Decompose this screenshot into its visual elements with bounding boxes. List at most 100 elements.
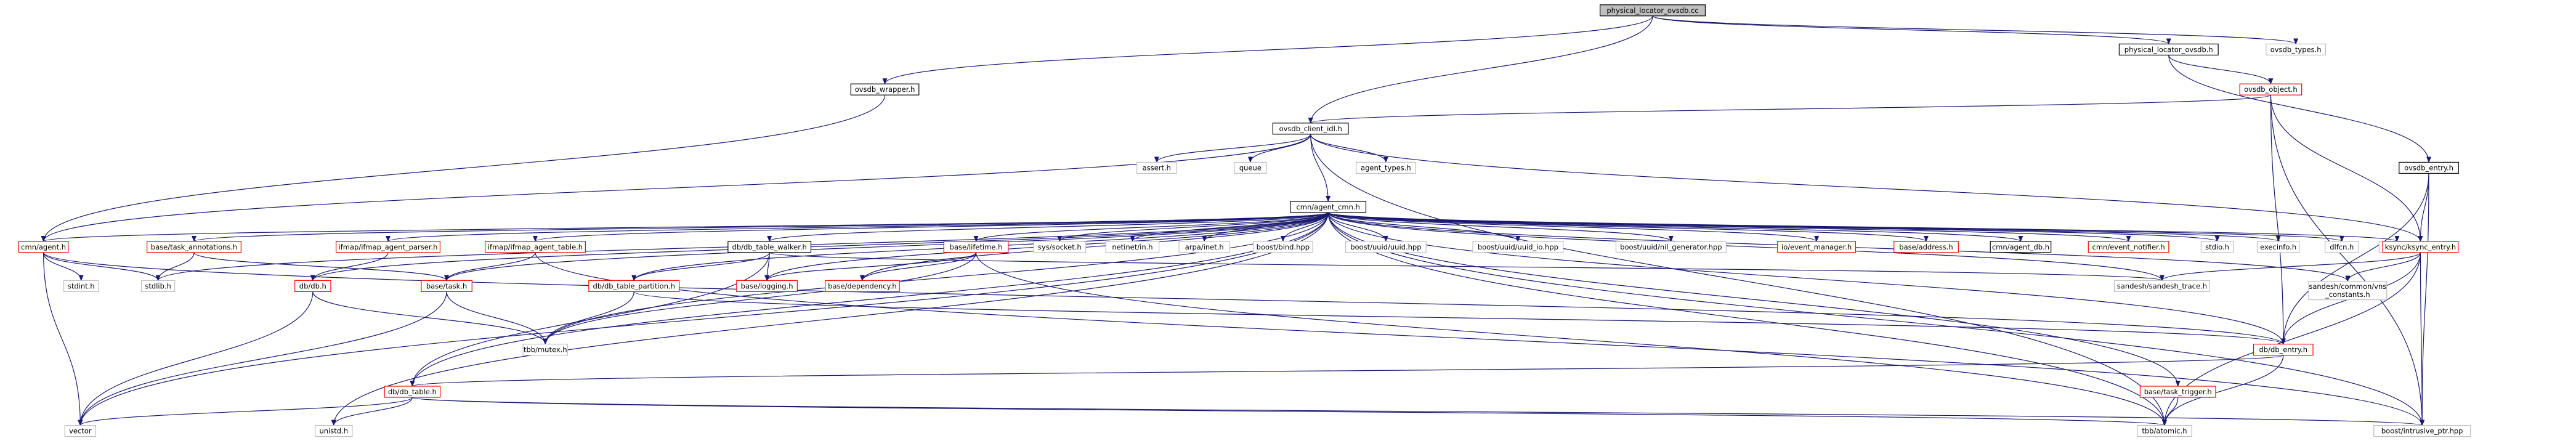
node-base-task-annotations-h[interactable]: base/task_annotations.h bbox=[147, 241, 241, 253]
edge-db_db_table_h-to-vector bbox=[78, 397, 413, 426]
node-box bbox=[1234, 161, 1267, 174]
edge-ovsdb_client_idl_h-to-assert_h bbox=[1154, 134, 1311, 163]
node-ovsdb-entry-h[interactable]: ovsdb_entry.h bbox=[2399, 161, 2459, 174]
node-ifmap-agent-table-h[interactable]: ifmap/ifmap_agent_table.h bbox=[485, 241, 586, 253]
node-sys-socket-h: sys/socket.h bbox=[1033, 241, 1087, 253]
node-ovsdb-client-idl-h[interactable]: ovsdb_client_idl.h bbox=[1272, 123, 1349, 135]
edge-cmn_agent_cmn_h-to-io_event_manager_h bbox=[1327, 212, 1819, 242]
node-label: ovsdb_object.h bbox=[2244, 85, 2298, 94]
node-db-db-entry-h[interactable]: db/db_entry.h bbox=[2253, 343, 2314, 356]
node-vector: vector bbox=[64, 424, 97, 437]
node-box bbox=[850, 83, 920, 95]
edge-db_db_h-to-vector bbox=[78, 291, 314, 426]
node-box bbox=[1033, 241, 1087, 253]
node-base-task-trigger-h[interactable]: base/task_trigger.h bbox=[2139, 386, 2216, 398]
edge-cmn_agent_cmn_h-to-db_db_h bbox=[310, 212, 1329, 282]
node-label: db/db_table_walker.h bbox=[732, 243, 807, 251]
node-boost-uuid-uuid-hpp: boost/uuid/uuid.hpp bbox=[1345, 241, 1427, 253]
node-box bbox=[2113, 280, 2210, 292]
node-netinet-in-h: netinet/in.h bbox=[1105, 241, 1160, 253]
edge-physical_locator_ovsdb_cc-to-ovsdb_types_h bbox=[1652, 15, 2298, 45]
node-box bbox=[727, 241, 812, 253]
node-label: io/event_manager.h bbox=[1781, 243, 1852, 251]
node-box bbox=[336, 241, 441, 253]
node-label: cmn/agent_cmn.h bbox=[1296, 203, 1359, 211]
node-box bbox=[2137, 424, 2192, 437]
node-base-lifetime-h[interactable]: base/lifetime.h bbox=[943, 241, 1009, 253]
node-sandesh-sandesh-trace-h: sandesh/sandesh_trace.h bbox=[2113, 280, 2210, 292]
node-label: ovsdb_wrapper.h bbox=[855, 85, 915, 94]
node-base-address-h[interactable]: base/address.h bbox=[1894, 241, 1959, 253]
node-db-db-h[interactable]: db/db.h bbox=[294, 280, 331, 292]
node-physical-locator-ovsdb-cc[interactable]: physical_locator_ovsdb.cc bbox=[1599, 4, 1706, 17]
edge-cmn_agent_cmn_h-to-vector bbox=[78, 212, 1329, 426]
node-label: unistd.h bbox=[319, 427, 348, 436]
edge-base_task_h-to-vector bbox=[78, 291, 447, 426]
node-box bbox=[2325, 241, 2359, 253]
node-db-db-table-h[interactable]: db/db_table.h bbox=[384, 386, 441, 398]
node-box bbox=[943, 241, 1009, 253]
node-label: base/task_annotations.h bbox=[151, 243, 237, 251]
node-label: stdio.h bbox=[2205, 243, 2229, 251]
node-label: physical_locator_ovsdb.h bbox=[2124, 45, 2213, 54]
node-box bbox=[64, 424, 97, 437]
node-label: cmn/event_notifier.h bbox=[2092, 243, 2165, 251]
edge-cmn_agent_cmn_h-to-base_task_trigger_h bbox=[1327, 212, 2181, 387]
node-stdlib-h: stdlib.h bbox=[140, 280, 176, 292]
node-box bbox=[1472, 241, 1564, 253]
node-label: execinfo.h bbox=[2260, 243, 2296, 251]
edge-db_db_table_h-to-boost_intrusive_ptr_hpp bbox=[411, 397, 2424, 426]
node-box bbox=[1615, 241, 1727, 253]
node-layer: physical_locator_ovsdb.cc ovsdb_wrapper.h… bbox=[18, 4, 2471, 437]
edge-ksync_ksync_entry_h-to-sandesh_sandesh_trace_h bbox=[2160, 252, 2421, 282]
edge-cmn_agent_h-to-stdlib_h bbox=[43, 252, 161, 282]
node-cmn-event-notifier-h[interactable]: cmn/event_notifier.h bbox=[2088, 241, 2169, 253]
edge-cmn_agent_cmn_h-to-cmn_event_notifier_h bbox=[1327, 212, 2131, 242]
node-stdint-h: stdint.h bbox=[63, 280, 99, 292]
node-label: vector bbox=[69, 427, 92, 436]
edge-ifmap_agent_parser_h-to-db_db_h bbox=[310, 252, 389, 282]
node-label: base/task_trigger.h bbox=[2144, 387, 2212, 396]
node-label: base/address.h bbox=[1899, 243, 1953, 251]
node-box bbox=[485, 241, 586, 253]
edge-physical_locator_ovsdb_cc-to-ovsdb_client_idl_h bbox=[1308, 15, 1653, 124]
node-physical-locator-ovsdb-h[interactable]: physical_locator_ovsdb.h bbox=[2118, 43, 2219, 56]
edge-ovsdb_client_idl_h-to-agent_types_h bbox=[1310, 134, 1388, 163]
node-boost-uuid-uuid-io-hpp: boost/uuid/uuid_io.hpp bbox=[1472, 241, 1564, 253]
node-box bbox=[1599, 4, 1706, 17]
node-db-db-table-partition-h[interactable]: db/db_table_partition.h bbox=[588, 280, 680, 292]
edge-layer bbox=[41, 15, 2431, 426]
edge-ovsdb_client_idl_h-to-cmn_agent_h bbox=[41, 134, 1311, 242]
node-box bbox=[140, 280, 176, 292]
node-label: boost/uuid/nil_generator.hpp bbox=[1620, 243, 1722, 251]
node-base-dependency-h[interactable]: base/dependency.h bbox=[824, 280, 900, 292]
node-label: assert.h bbox=[1143, 163, 1171, 172]
node-cmn-agent-h[interactable]: cmn/agent.h bbox=[18, 241, 69, 253]
edge-base_lifetime_h-to-tbb_atomic_h bbox=[975, 252, 2167, 426]
node-ovsdb-object-h[interactable]: ovsdb_object.h bbox=[2239, 83, 2303, 95]
edge-cmn_agent_h-to-stdint_h bbox=[43, 252, 84, 282]
node-label: netinet/in.h bbox=[1112, 243, 1152, 251]
node-io-event-manager-h[interactable]: io/event_manager.h bbox=[1777, 241, 1857, 253]
edge-db_db_entry_h-to-tbb_atomic_h bbox=[2162, 355, 2284, 426]
node-label: base/dependency.h bbox=[828, 282, 896, 290]
node-label: queue bbox=[1239, 163, 1262, 172]
edge-cmn_agent_cmn_h-to-boost_uuid_nil_generator_hpp bbox=[1327, 212, 1674, 242]
node-cmn-agent-db-h[interactable]: cmn/agent_db.h bbox=[1990, 241, 2052, 253]
node-assert-h: assert.h bbox=[1136, 161, 1177, 174]
node-ifmap-agent-parser-h[interactable]: ifmap/ifmap_agent_parser.h bbox=[336, 241, 441, 253]
edge-ovsdb_object_h-to-ksync_ksync_entry_h bbox=[2270, 95, 2423, 242]
node-cmn-agent-cmn-h[interactable]: cmn/agent_cmn.h bbox=[1290, 201, 1367, 213]
node-db-table-walker-h[interactable]: db/db_table_walker.h bbox=[727, 241, 812, 253]
edge-ovsdb_wrapper_h-to-cmn_agent_h bbox=[41, 95, 886, 242]
node-ksync-ksync-entry-h[interactable]: ksync/ksync_entry.h bbox=[2382, 241, 2459, 253]
node-label: ifmap/ifmap_agent_parser.h bbox=[339, 243, 438, 251]
node-box bbox=[2256, 241, 2300, 253]
node-ovsdb-wrapper-h[interactable]: ovsdb_wrapper.h bbox=[850, 83, 920, 95]
edge-cmn_agent_cmn_h-to-tbb_atomic_h bbox=[1327, 212, 2167, 426]
node-base-task-h[interactable]: base/task.h bbox=[421, 280, 472, 292]
node-label: cmn/agent_db.h bbox=[1992, 243, 2049, 251]
edge-ovsdb_entry_h-to-boost_intrusive_ptr_hpp bbox=[2420, 173, 2429, 426]
node-base-logging-h[interactable]: base/logging.h bbox=[736, 280, 798, 292]
node-box bbox=[1253, 241, 1313, 253]
